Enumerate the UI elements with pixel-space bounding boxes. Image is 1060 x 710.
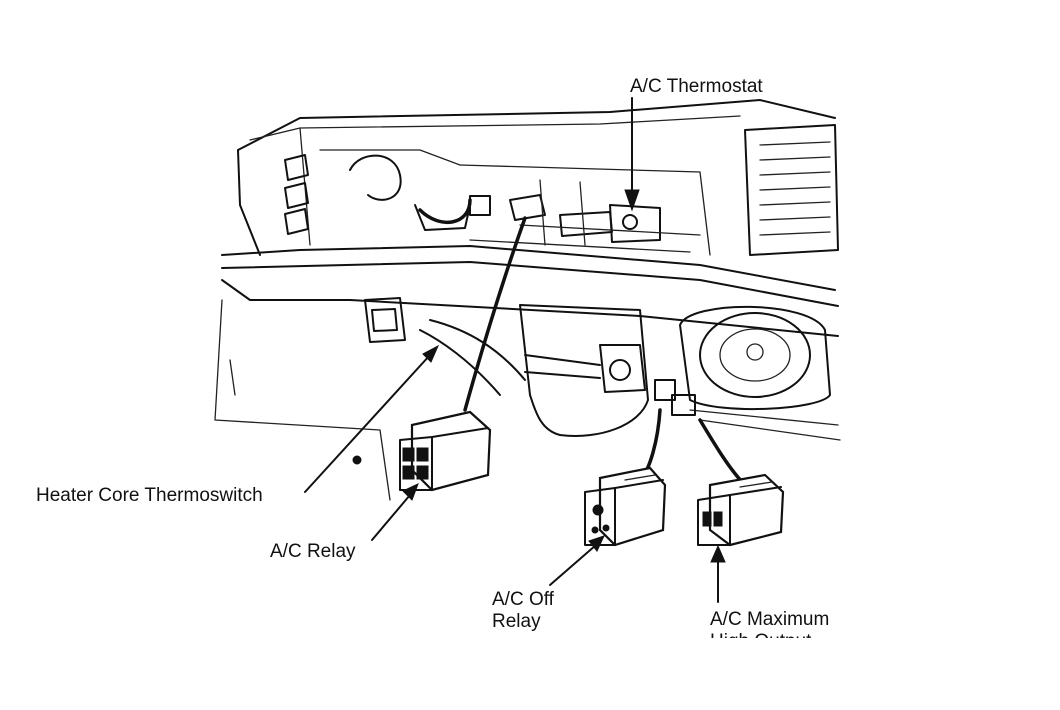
ac-max-label-line2-clip: High Output [710,630,870,638]
ac-max-relay-drawing [697,473,785,547]
ac-thermostat-label: A/C Thermostat [630,76,763,97]
ac-off-relay-label-line2: Relay [492,611,541,632]
ac-off-relay-label-line1: A/C Off [492,589,554,610]
ac-off-relay-drawing [584,466,667,547]
ac-relay-drawing [399,410,492,492]
ac-max-relay-wire [698,418,747,487]
relay-wire [463,216,527,412]
ac-relay-leader [371,483,419,541]
ac-max-label-line1: A/C Maximum [710,609,830,630]
dashboard-outline [214,99,841,501]
heater-core-thermoswitch-label: Heater Core Thermoswitch [36,485,263,506]
ac-max-relay-leader [710,544,726,603]
ac-relay-label: A/C Relay [270,541,356,562]
heater-core-thermoswitch-leader [304,344,440,493]
ac-thermostat-leader [624,97,640,212]
ac-max-label-line2: High Output [710,630,811,638]
ac-off-relay-leader [549,535,605,586]
